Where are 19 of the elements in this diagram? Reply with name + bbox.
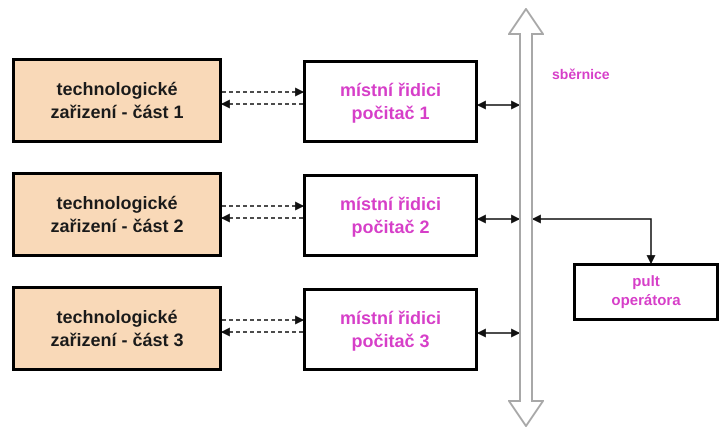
arrow [476, 214, 520, 224]
arrow [476, 328, 520, 338]
dashed-arrow [220, 100, 303, 108]
equipment-box: technologické zařizení - část 1 [12, 58, 222, 143]
bus-label: sběrnice [552, 65, 610, 84]
computer-box: místní řidici počitač 2 [303, 174, 478, 257]
operator-console-box: pult operátora [573, 263, 719, 321]
bus-bar [508, 8, 544, 427]
arrow [476, 100, 520, 110]
dashed-arrow [222, 202, 304, 210]
dashed-arrow [220, 328, 303, 336]
dashed-arrow [222, 316, 304, 324]
dashed-arrow [220, 214, 303, 222]
computer-box: místní řidici počitač 1 [303, 60, 478, 143]
equipment-box: technologické zařizení - část 2 [12, 172, 222, 257]
equipment-box: technologické zařizení - část 3 [12, 286, 222, 371]
arrow [532, 214, 656, 264]
dashed-arrow [222, 88, 304, 96]
computer-box: místní řidici počitač 3 [303, 288, 478, 371]
